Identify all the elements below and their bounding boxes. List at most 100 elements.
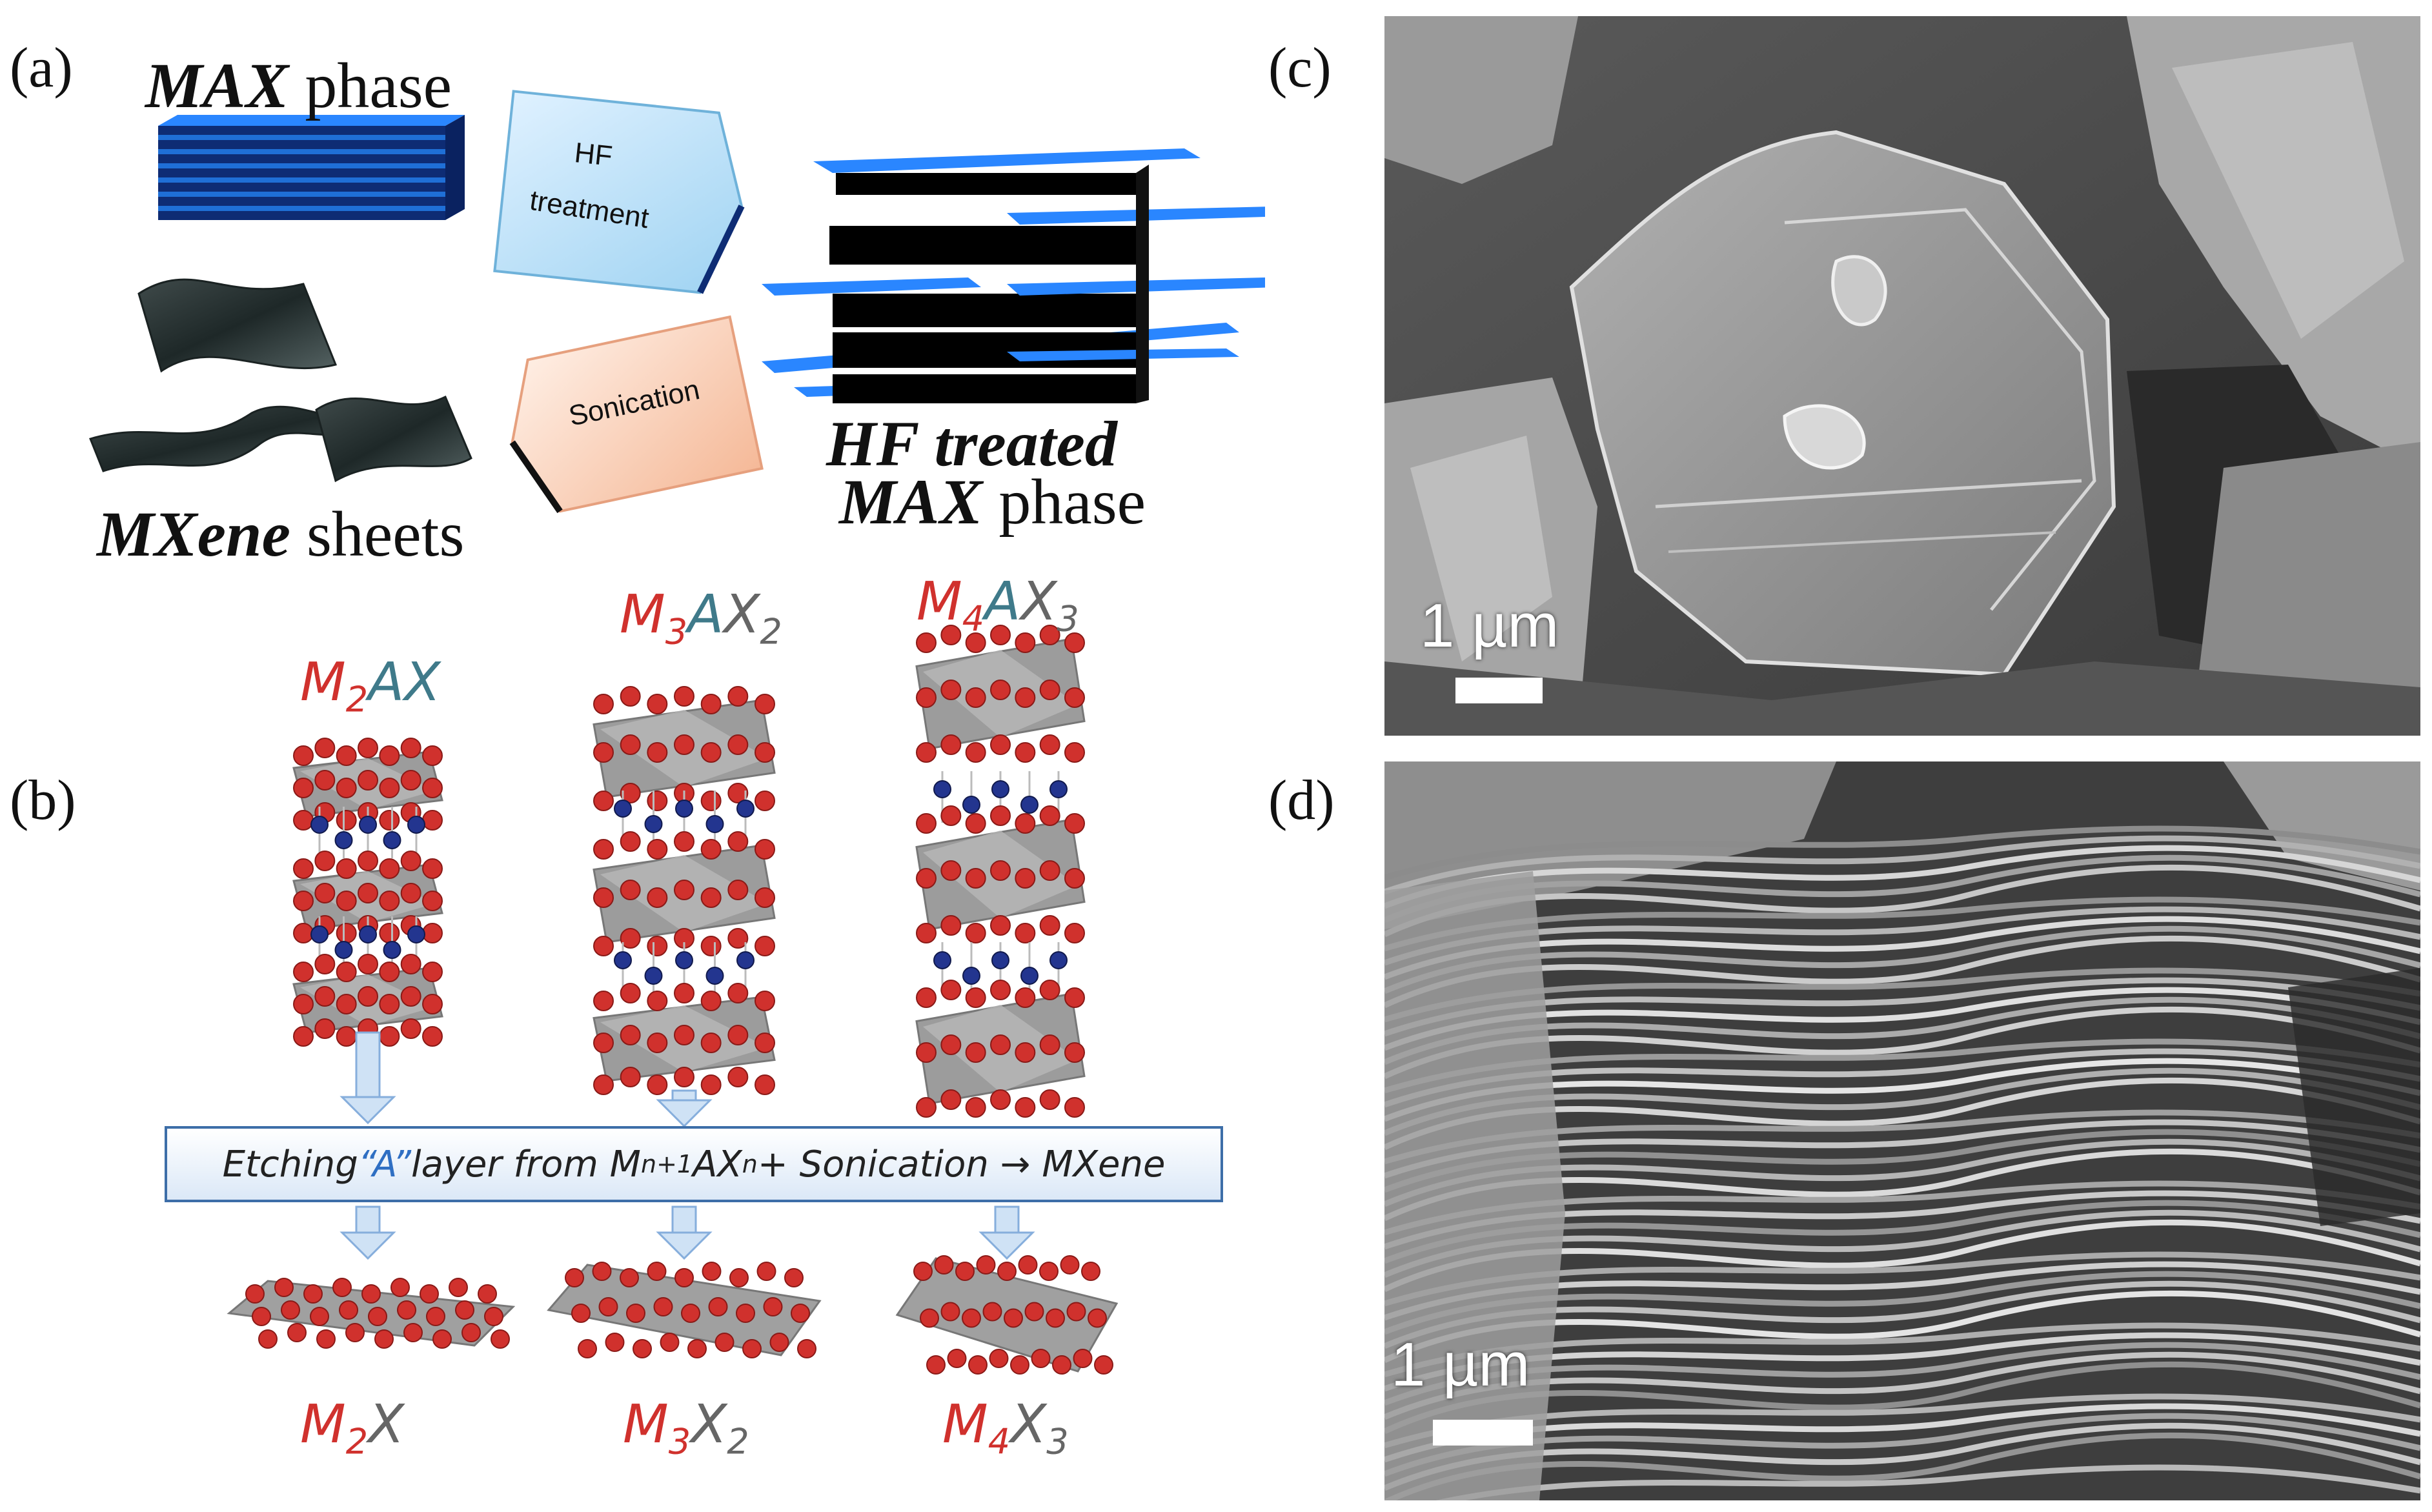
sem-d-layer [1384, 967, 2420, 1023]
mxene-sheets-label: MXene sheets [97, 497, 464, 571]
sem-d-layer [1384, 854, 2420, 923]
m2x-flake-m-atom [420, 1284, 439, 1304]
m4ax3-slab-1-m-atom [1064, 687, 1085, 708]
m3x2-flake-m-atom [660, 1333, 680, 1352]
m4x3-flake-m-atom [1004, 1308, 1023, 1328]
m3ax2-slab-3-m-atom [593, 1074, 614, 1095]
m2ax-slab-3-m-atom [379, 962, 400, 982]
m3ax2-slab-2-m-atom [647, 887, 668, 908]
m2ax-slab-3-m-atom [379, 1026, 400, 1047]
m2x-flake-m-atom [281, 1300, 300, 1320]
sem-d-layer [1384, 1342, 2420, 1406]
m4x3-flake-m-atom [1088, 1308, 1107, 1328]
m2x-flake-m-atom [461, 1323, 481, 1342]
m4ax3-slab-2-m-atom [916, 813, 937, 834]
m2x-flake-m-atom [245, 1284, 265, 1304]
sem-d-layer [1435, 1464, 2420, 1500]
sem-d-layer [1384, 825, 2420, 881]
m2ax-slab-3-m-atom [400, 954, 421, 974]
sem-d-layer [1384, 1393, 2420, 1449]
scale-label-c: 1 µm [1420, 591, 1559, 660]
formula-m3ax2-m: M [620, 584, 665, 645]
m4x3-flake-m-atom [976, 1255, 996, 1275]
m3ax2-slab-1-m-atom [727, 686, 749, 707]
scale-label-d: 1 µm [1391, 1330, 1530, 1399]
m3ax2-slab-2-m-atom [700, 887, 722, 908]
m4x3-flake-m-atom [1031, 1349, 1051, 1368]
etch-mid: layer from M [411, 1143, 641, 1185]
sem-d-layer [1384, 1109, 2420, 1165]
m3ax2-slab-3-m-atom [620, 1025, 641, 1045]
m4ax3-slab-1-m-atom [1039, 680, 1060, 700]
m2ax-slab-1-m-atom [293, 810, 314, 831]
m2x-arrow-head [339, 1231, 396, 1260]
m4ax3-slab-1-m-atom [1064, 632, 1085, 653]
m2x-flake-m-atom [310, 1307, 329, 1326]
m2ax-slab-1-m-atom [379, 745, 400, 766]
m4x3-flake-m-atom [1094, 1355, 1113, 1375]
m4x3-arrow-head [978, 1231, 1035, 1260]
formula-m2x-m: M [300, 1394, 346, 1455]
m4ax3-slab-3-m-atom [940, 1034, 962, 1055]
m3x2-flake-m-atom [687, 1339, 707, 1358]
m3ax2-slab-1-m-atom [647, 791, 668, 811]
m2x-flake-m-atom [332, 1278, 352, 1297]
m3ax2-slab-2-m-atom [727, 880, 749, 900]
m3ax2-a-layer-1-a-atom [675, 800, 693, 818]
m4x3-flake-m-atom [913, 1262, 933, 1281]
m3x2-flake-m-atom [681, 1304, 700, 1323]
formula-m4ax3: M4AX3 [917, 571, 1079, 639]
m2ax-slab-1-m-atom [400, 738, 421, 758]
m3ax2-a-layer-1-a-atom [736, 800, 755, 818]
etch-sub2: n [742, 1150, 758, 1178]
m4ax3-slab-3-m-atom [916, 1042, 937, 1063]
m2ax-slab-2-m-atom [379, 923, 400, 943]
hf-treated-stack [762, 148, 1265, 403]
m2x-flake-m-atom [449, 1278, 468, 1297]
formula-m2x-x: X [368, 1394, 405, 1455]
m3ax2-slab-3-m-atom [647, 1033, 668, 1053]
sem-d-layer [1384, 864, 2420, 938]
m2ax-slab-3-m-atom [358, 954, 378, 974]
m3x2-flake-m-atom [702, 1262, 722, 1281]
m4ax3-slab-3-m-atom [1039, 1089, 1060, 1110]
sem-d-layer [1384, 1432, 2420, 1500]
m3ax2-slab-1-m-atom [674, 734, 694, 755]
max-phase-stack [158, 115, 465, 220]
m3ax2-slab-2-m-atom [700, 839, 722, 860]
m2ax-slab-1-m-atom [336, 745, 357, 766]
m4x3-flake-m-atom [1018, 1255, 1038, 1275]
sem-d-layer [1384, 925, 2420, 994]
m3ax2-slab-2-m-atom [593, 839, 614, 860]
m4ax3-slab-1-m-atom [916, 742, 937, 763]
m4ax3-a-layer-1-a-atom [991, 780, 1009, 798]
m3x2-arrow-head [656, 1231, 713, 1260]
m3ax2-arrow-top-shaft [671, 1089, 697, 1102]
m2ax-a-layer-2-a-atom [310, 925, 329, 943]
m4x3-flake-m-atom [1060, 1255, 1080, 1275]
m4ax3-slab-1-m-atom [916, 687, 937, 708]
m4ax3-slab-2-m-atom [990, 915, 1011, 936]
m3x2-flake-m-atom [592, 1262, 612, 1281]
sem-d-texture [1384, 761, 2420, 1500]
m2ax-slab-2-m-atom [293, 858, 314, 879]
m4ax3-slab-3-m-atom [940, 980, 962, 1000]
formula-m3ax2-a: A [687, 584, 724, 645]
m2ax-slab-1-m-atom [379, 810, 400, 831]
panel-label-a: (a) [10, 37, 73, 99]
formula-m3ax2-msub: 3 [665, 611, 688, 652]
m4ax3-slab-3-m-atom [965, 1097, 986, 1118]
formula-m3ax2-xsub: 2 [760, 611, 782, 652]
m2ax-slab-1-m-atom [358, 738, 378, 758]
m4ax3-a-layer-2-a-atom [933, 951, 951, 969]
m3ax2-a-layer-2-a-atom [644, 967, 663, 985]
m2ax-slab-3-m-atom [293, 994, 314, 1014]
m4ax3-slab-3-m-atom [1064, 987, 1085, 1008]
m3x2-flake-m-atom [784, 1268, 804, 1287]
m4ax3-slab-1-m-atom [1064, 742, 1085, 763]
formula-m4ax3-xsub: 3 [1057, 598, 1079, 640]
m4ax3-slab-2-m-atom [940, 805, 962, 826]
formula-m3x2-msub: 3 [668, 1421, 691, 1462]
sem-d-layer [1384, 1403, 2420, 1463]
m3x2-flake-m-atom [729, 1268, 749, 1287]
